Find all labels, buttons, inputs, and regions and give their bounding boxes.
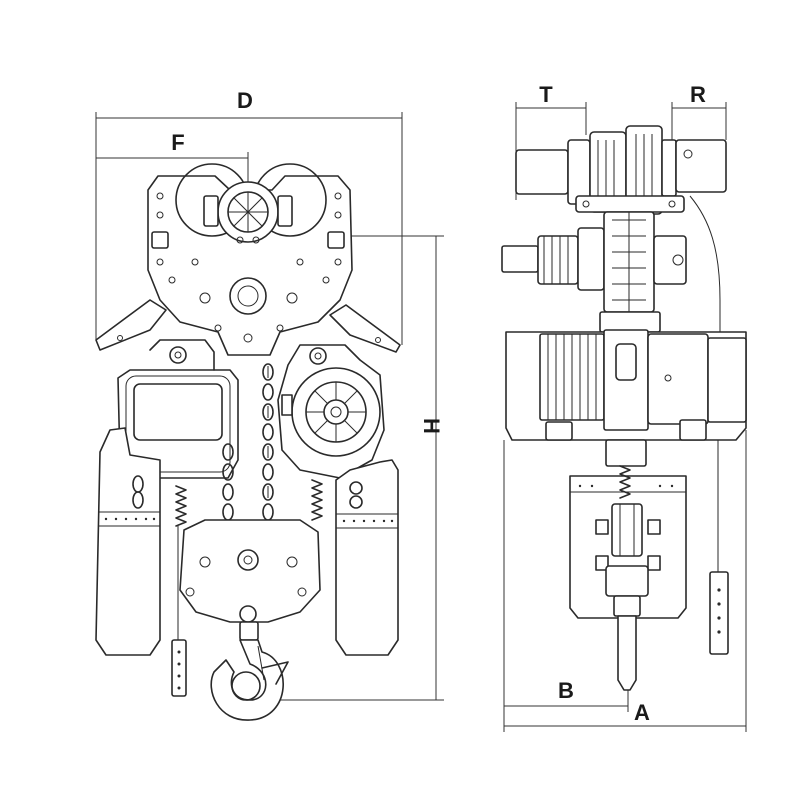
left-clamp <box>151 231 169 249</box>
label-h: H <box>419 418 444 434</box>
left-motor-housing <box>117 339 239 479</box>
right-travel-motor <box>675 139 727 193</box>
hook <box>210 639 289 721</box>
label-d: D <box>237 88 253 113</box>
right-spring <box>311 479 323 521</box>
side-hook <box>617 615 637 691</box>
dimension-r: R <box>671 82 727 140</box>
side-pendant-body <box>709 571 729 655</box>
central-hub <box>229 277 267 315</box>
left-spring <box>175 485 187 527</box>
pendant-control <box>171 526 187 697</box>
pendant-cable-top <box>689 195 721 332</box>
left-chain-bag <box>95 427 161 656</box>
right-chain-bag <box>335 459 399 656</box>
side-view: T R B A <box>501 82 747 732</box>
label-r: R <box>690 82 706 107</box>
pendant-body <box>171 639 187 697</box>
frame-bolts <box>156 192 342 343</box>
label-b: B <box>558 678 574 703</box>
dimension-b: B A <box>503 430 747 732</box>
trolley-wheels <box>175 163 327 244</box>
left-motor-window <box>133 383 223 441</box>
left-wing <box>95 299 167 351</box>
hook-block <box>179 519 321 641</box>
trolley-assembly <box>515 125 727 215</box>
dimension-d: D <box>95 88 403 345</box>
mid-gearbox <box>501 211 687 333</box>
hoist-motor-body <box>505 329 747 441</box>
label-f: F <box>171 130 184 155</box>
right-wing <box>329 304 401 353</box>
label-t: T <box>539 82 553 107</box>
side-chain-column <box>595 439 661 617</box>
left-travel-motor <box>515 149 569 195</box>
frame-plate <box>147 175 353 356</box>
right-gearbox <box>277 344 385 479</box>
dimension-h: H <box>260 235 444 701</box>
front-view: D F H <box>95 88 444 721</box>
side-pendant-control <box>709 440 729 655</box>
label-a: A <box>634 700 650 725</box>
load-chains <box>132 363 323 527</box>
right-clamp <box>327 231 345 249</box>
